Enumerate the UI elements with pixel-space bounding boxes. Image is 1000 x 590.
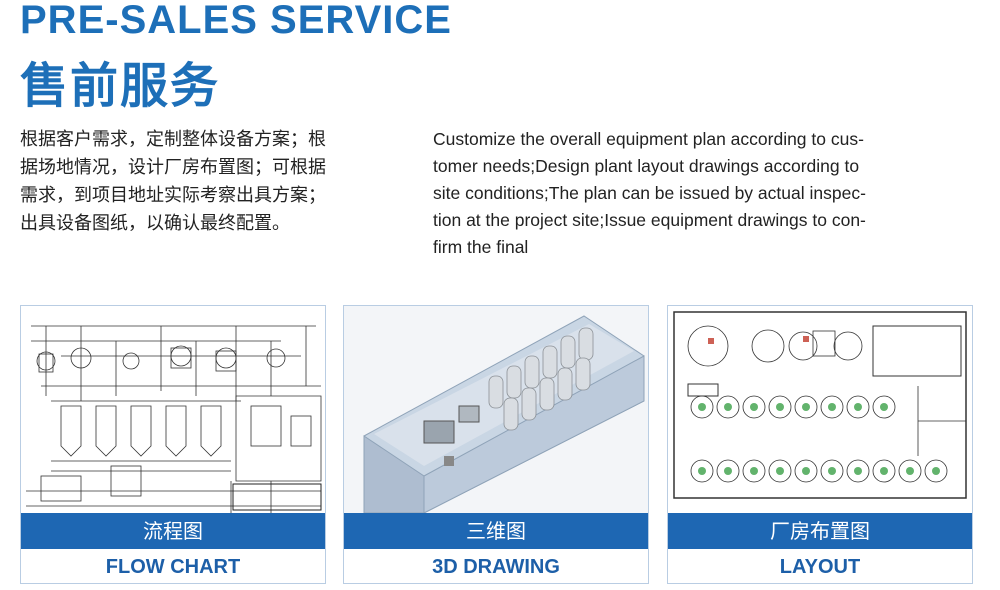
description-zh: 根据客户需求，定制整体设备方案；根 据场地情况，设计厂房布置图；可根据 需求，到… [20, 126, 380, 238]
description-en: Customize the overall equipment plan acc… [433, 126, 973, 261]
description-zh-line: 据场地情况，设计厂房布置图；可根据 [20, 157, 326, 178]
description-zh-line: 出具设备图纸，以确认最终配置。 [20, 213, 290, 234]
description-zh-line: 根据客户需求，定制整体设备方案；根 [20, 129, 326, 150]
description-en-line: tomer needs;Design plant layout drawings… [433, 156, 860, 176]
title-en: PRE-SALES SERVICE [20, 0, 452, 42]
flow-chart-card: 流程图 FLOW CHART [20, 305, 326, 584]
3d-drawing-en-label: 3D DRAWING [432, 556, 560, 578]
layout-en-label: LAYOUT [779, 556, 861, 578]
description-en-line: firm the final [433, 237, 529, 257]
description-en-line: Customize the overall equipment plan acc… [433, 129, 864, 149]
description-en-line: site conditions;The plan can be issued b… [433, 183, 866, 203]
flow-chart-image [21, 306, 325, 513]
flow-chart-en-label: FLOW CHART [105, 556, 241, 578]
title-zh: 售前服务 [20, 58, 221, 114]
description-zh-line: 需求，到项目地址实际考察出具方案； [20, 185, 326, 206]
layout-card: 厂房布置图 LAYOUT [667, 305, 973, 584]
description-en-line: tion at the project site;Issue equipment… [433, 210, 866, 230]
layout-zh-label: 厂房布置图 [668, 513, 972, 549]
3d-drawing-card: 三维图 3D DRAWING [343, 305, 649, 584]
flow-chart-zh-label: 流程图 [21, 513, 325, 549]
3d-drawing-image [344, 306, 648, 513]
layout-image [668, 306, 972, 513]
3d-drawing-zh-label: 三维图 [344, 513, 648, 549]
